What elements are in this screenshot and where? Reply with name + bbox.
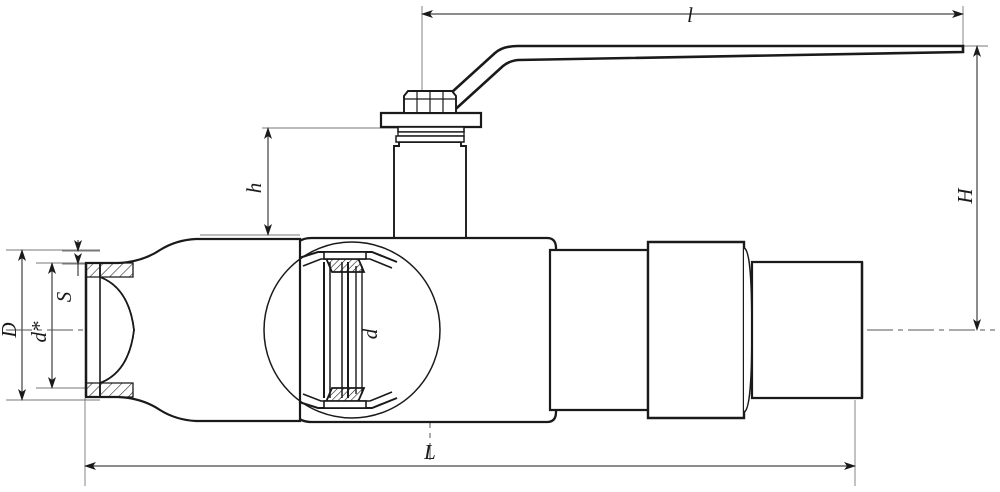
valve-stem [393,135,467,251]
dim-label-D: D [0,322,21,338]
dim-label-d-star: d* [27,321,51,343]
lever-handle [428,44,965,122]
dim-label-L: L [423,440,436,464]
valve-body [294,236,558,424]
lever-mount-plate [379,111,483,137]
seat-seal [298,251,398,409]
dim-label-S: S [52,291,76,302]
dim-label-d: d [358,328,382,339]
left-weld-end [84,237,302,423]
hex-nut [403,90,457,114]
right-weld-end [548,240,864,420]
ball-element [263,241,441,419]
dim-label-h: h [242,183,266,194]
dim-label-H: H [953,187,977,205]
dim-label-l: l [687,3,693,27]
